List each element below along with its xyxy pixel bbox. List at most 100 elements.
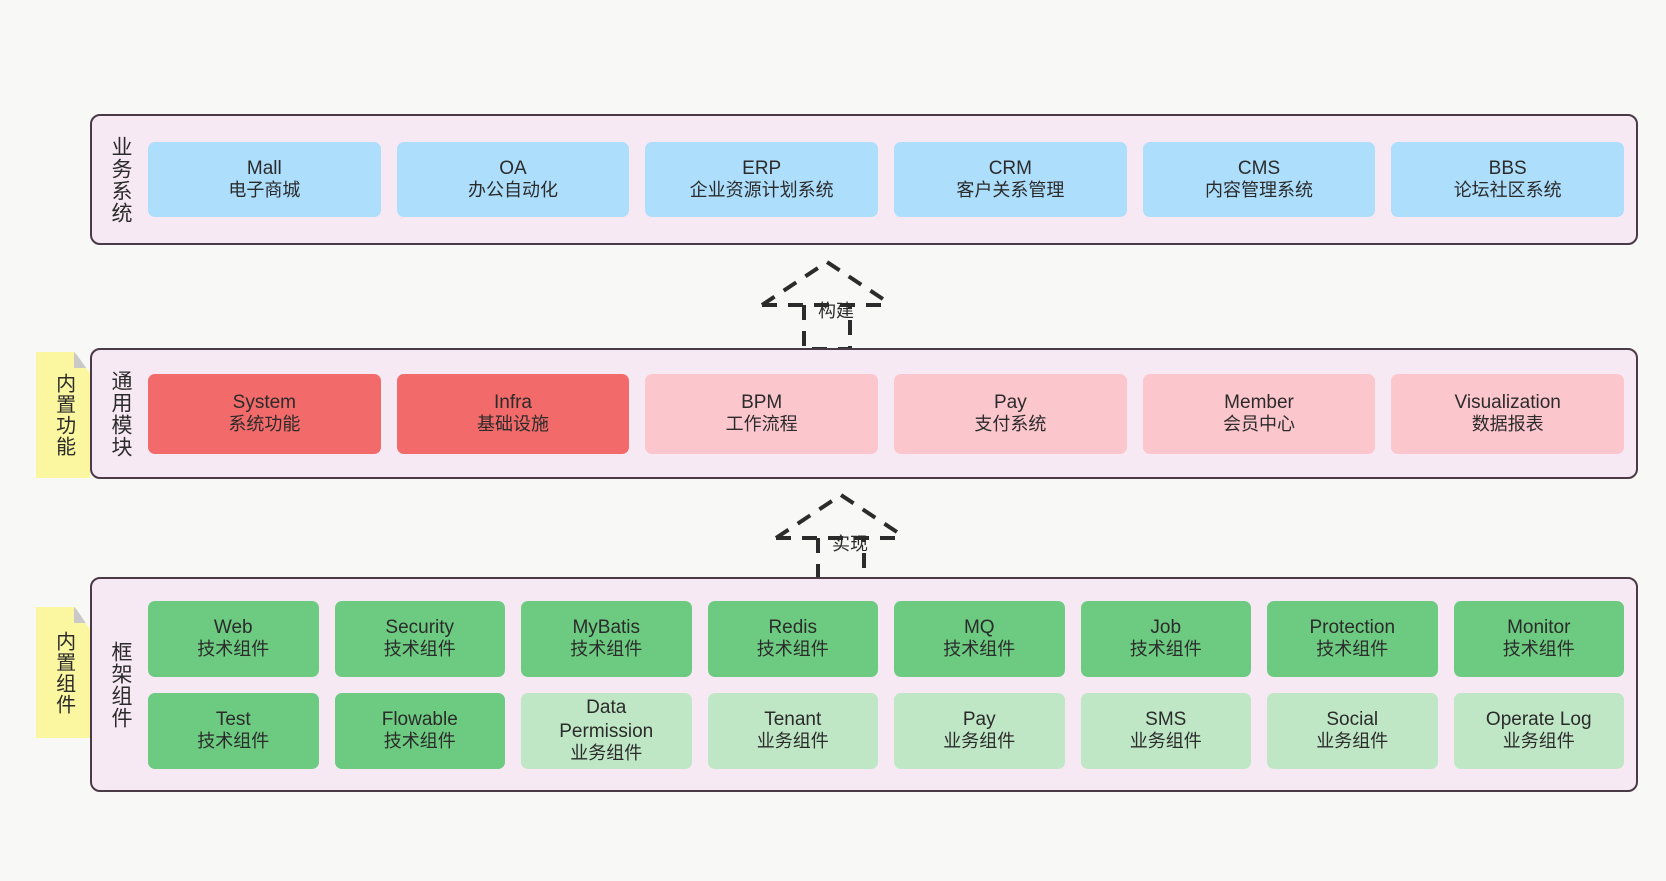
card-subtitle: 业务组件 [1502, 731, 1575, 752]
note-builtin-function: 内置功能 [36, 352, 90, 478]
framework-card-social[interactable]: Social 业务组件 [1267, 692, 1438, 769]
card-subtitle: 技术组件 [943, 639, 1016, 660]
card-subtitle: 技术组件 [1502, 639, 1575, 660]
framework-card-protection[interactable]: Protection 技术组件 [1267, 600, 1438, 677]
card-title: Web [213, 616, 253, 638]
card-subtitle: 会员中心 [1223, 414, 1296, 435]
common-card-bpm[interactable]: BPM 工作流程 [645, 373, 879, 454]
card-subtitle: 技术组件 [197, 731, 270, 752]
common-card-visualization[interactable]: Visualization 数据报表 [1391, 373, 1625, 454]
framework-card-sms[interactable]: SMS 业务组件 [1080, 692, 1251, 769]
card-title: Security [385, 616, 455, 638]
card-subtitle: 办公自动化 [468, 180, 558, 201]
layer-common-modules-label: 通用模块 [108, 369, 132, 458]
card-title: Pay [962, 708, 996, 730]
layer-common-modules: 通用模块 System 系统功能 Infra 基础设施 BPM 工作流程 Pay… [90, 348, 1638, 479]
common-card-system[interactable]: System 系统功能 [148, 373, 381, 454]
framework-card-monitor[interactable]: Monitor 技术组件 [1453, 600, 1624, 677]
card-title: BBS [1488, 157, 1527, 179]
card-title: Pay [993, 391, 1027, 413]
card-subtitle: 业务组件 [1129, 731, 1202, 752]
note-fold-corner-icon [74, 352, 90, 368]
business-card-mall[interactable]: Mall 电子商城 [148, 142, 381, 217]
framework-card-tenant[interactable]: Tenant 业务组件 [707, 692, 878, 769]
framework-card-mybatis[interactable]: MyBatis 技术组件 [521, 600, 692, 677]
business-card-row: Mall 电子商城 OA 办公自动化 ERP 企业资源计划系统 CRM 客户关系… [148, 142, 1625, 217]
common-card-member[interactable]: Member 会员中心 [1142, 373, 1376, 454]
card-subtitle: 技术组件 [570, 639, 643, 660]
card-subtitle: 技术组件 [197, 639, 270, 660]
business-card-erp[interactable]: ERP 企业资源计划系统 [645, 142, 879, 217]
connector-realize-label: 实现 [832, 534, 868, 554]
note-builtin-component: 内置组件 [36, 607, 90, 738]
framework-card-redis[interactable]: Redis 技术组件 [707, 600, 878, 677]
card-title: Member [1224, 391, 1294, 413]
framework-card-web[interactable]: Web 技术组件 [148, 600, 319, 677]
framework-card-job[interactable]: Job 技术组件 [1080, 600, 1251, 677]
card-title: Visualization [1454, 391, 1561, 413]
card-title: MyBatis [572, 616, 641, 638]
card-subtitle: 数据报表 [1471, 414, 1544, 435]
framework-card-test[interactable]: Test 技术组件 [148, 692, 319, 769]
framework-card-security[interactable]: Security 技术组件 [334, 600, 505, 677]
business-card-bbs[interactable]: BBS 论坛社区系统 [1391, 142, 1625, 217]
framework-card-row-technical: Web 技术组件 Security 技术组件 MyBatis 技术组件 Redi… [148, 600, 1624, 677]
card-title: Job [1150, 616, 1182, 638]
card-subtitle: 技术组件 [383, 731, 456, 752]
layer-framework-components-body: Web 技术组件 Security 技术组件 MyBatis 技术组件 Redi… [148, 579, 1636, 790]
card-subtitle: 论坛社区系统 [1453, 180, 1562, 201]
card-title: Social [1326, 708, 1379, 730]
card-subtitle: 客户关系管理 [956, 180, 1065, 201]
card-title: Data [586, 697, 627, 719]
connector-build-arrow: 构建 [756, 259, 916, 351]
common-card-pay[interactable]: Pay 支付系统 [894, 373, 1127, 454]
card-subtitle: 技术组件 [1129, 639, 1202, 660]
card-title: MQ [963, 616, 995, 638]
card-subtitle: 业务组件 [570, 742, 643, 763]
layer-business-systems: 业务系统 Mall 电子商城 OA 办公自动化 ERP 企业资源计划系统 CRM… [90, 114, 1638, 245]
business-card-oa[interactable]: OA 办公自动化 [396, 142, 630, 217]
card-title: Test [215, 708, 251, 730]
framework-card-data-permission[interactable]: Data Permission 业务组件 [521, 692, 692, 769]
card-title: Mall [246, 157, 282, 179]
card-subtitle: 业务组件 [943, 731, 1016, 752]
card-subtitle: 企业资源计划系统 [689, 180, 834, 201]
framework-card-operate-log[interactable]: Operate Log 业务组件 [1453, 692, 1624, 769]
connector-realize-arrow: 实现 [770, 492, 930, 584]
layer-business-systems-body: Mall 电子商城 OA 办公自动化 ERP 企业资源计划系统 CRM 客户关系… [148, 116, 1636, 243]
card-title: Infra [493, 391, 533, 413]
card-subtitle: 支付系统 [974, 414, 1047, 435]
card-title: Tenant [764, 708, 822, 730]
card-subtitle: 技术组件 [756, 639, 829, 660]
business-card-cms[interactable]: CMS 内容管理系统 [1142, 142, 1376, 217]
card-title: Redis [768, 616, 818, 638]
layer-business-systems-label: 业务系统 [108, 135, 132, 224]
card-title: CMS [1237, 157, 1281, 179]
business-card-crm[interactable]: CRM 客户关系管理 [894, 142, 1127, 217]
common-card-infra[interactable]: Infra 基础设施 [396, 373, 630, 454]
card-title-line2: Permission [559, 720, 654, 742]
card-title: Protection [1309, 616, 1396, 638]
card-title: BPM [741, 391, 783, 413]
card-subtitle: 基础设施 [477, 414, 549, 435]
card-subtitle: 技术组件 [383, 639, 456, 660]
card-subtitle: 电子商城 [228, 180, 301, 201]
card-subtitle: 技术组件 [1316, 639, 1389, 660]
framework-card-pay[interactable]: Pay 业务组件 [894, 692, 1065, 769]
card-title: OA [499, 157, 527, 179]
layer-common-modules-body: System 系统功能 Infra 基础设施 BPM 工作流程 Pay 支付系统… [148, 350, 1636, 477]
card-subtitle: 工作流程 [725, 414, 798, 435]
framework-card-flowable[interactable]: Flowable 技术组件 [334, 692, 505, 769]
connector-build-label: 构建 [818, 301, 854, 321]
framework-card-mq[interactable]: MQ 技术组件 [894, 600, 1065, 677]
card-title: System [232, 391, 297, 413]
layer-framework-components-label: 框架组件 [108, 640, 132, 729]
card-title: Monitor [1507, 616, 1571, 638]
card-title: CRM [988, 157, 1032, 179]
common-card-row: System 系统功能 Infra 基础设施 BPM 工作流程 Pay 支付系统… [148, 373, 1625, 454]
note-builtin-function-label: 内置功能 [52, 373, 75, 457]
layer-framework-components: 框架组件 Web 技术组件 Security 技术组件 MyBatis 技术组件… [90, 577, 1638, 792]
card-title: SMS [1145, 708, 1187, 730]
card-subtitle: 内容管理系统 [1205, 180, 1314, 201]
